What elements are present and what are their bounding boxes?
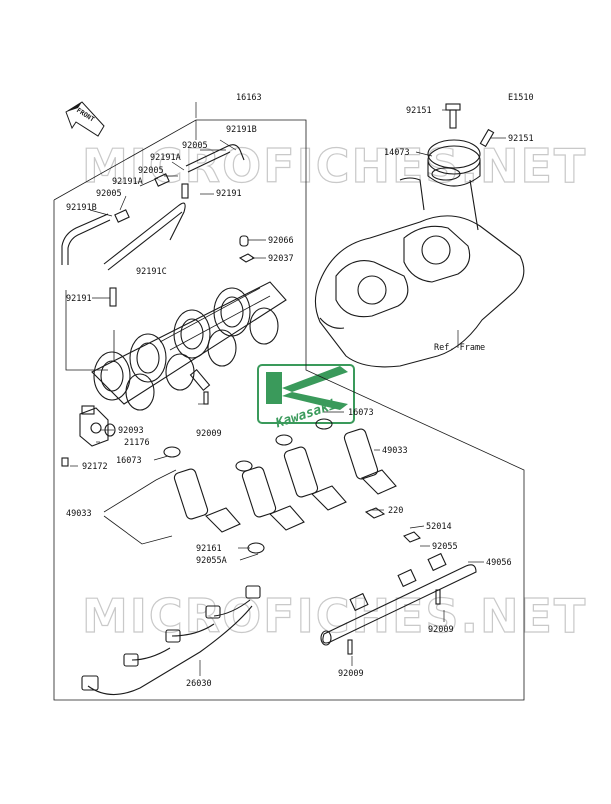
label-92005-left: 92005 — [96, 189, 122, 199]
label-16073-right: 16073 — [348, 408, 374, 418]
kawasaki-logo: Kawasaki — [257, 364, 355, 432]
fuel-rail — [320, 507, 477, 655]
part-labels: 16163 92191B 92005 92191A 92005 92191A 9… — [66, 93, 534, 689]
label-220: 220 — [388, 506, 403, 516]
logo-k-arm-bottom — [282, 392, 348, 410]
throttle-sensor — [61, 405, 116, 467]
label-16163: 16163 — [236, 93, 262, 103]
logo-k-stem — [266, 372, 282, 404]
vacuum-hoses — [61, 144, 256, 307]
label-21176: 21176 — [124, 438, 150, 448]
label-92093: 92093 — [118, 426, 144, 436]
assembly-outline — [53, 119, 525, 701]
wiring-harness — [81, 585, 261, 696]
label-92005-top: 92005 — [182, 141, 208, 151]
fuel-injectors — [163, 418, 397, 554]
label-92191A-1: 92191A — [150, 153, 181, 163]
air-box-frame — [314, 177, 525, 368]
label-92037: 92037 — [268, 254, 294, 264]
label-92005-mid: 92005 — [138, 166, 164, 176]
label-92191B-left: 92191B — [66, 203, 97, 213]
watermark-bottom: MICROFICHES.NET — [82, 589, 587, 643]
label-16073-left: 16073 — [116, 456, 142, 466]
label-92191A-2: 92191A — [112, 177, 143, 187]
label-92151-b: 92151 — [508, 134, 534, 144]
label-49033-left: 49033 — [66, 509, 92, 519]
label-92009-b: 92009 — [428, 625, 454, 635]
label-14073: 14073 — [384, 148, 410, 158]
label-92151-a: 92151 — [406, 106, 432, 116]
label-92172: 92172 — [82, 462, 108, 472]
label-92055A: 92055A — [196, 556, 227, 566]
label-92161: 92161 — [196, 544, 222, 554]
label-92009-a: 92009 — [196, 429, 222, 439]
label-92191-mid: 92191 — [216, 189, 242, 199]
watermark-top: MICROFICHES.NET — [82, 139, 587, 193]
label-92191-left: 92191 — [66, 294, 92, 304]
label-49056: 49056 — [486, 558, 512, 568]
logo-text: Kawasaki — [273, 398, 338, 432]
label-92191C: 92191C — [136, 267, 167, 277]
diagram-code: E1510 — [508, 93, 534, 103]
label-92191B-top: 92191B — [226, 125, 257, 135]
label-26030: 26030 — [186, 679, 212, 689]
label-ref-frame: Ref. Frame — [434, 343, 485, 353]
throttle-body-assembly — [91, 281, 287, 411]
filler-cap — [427, 103, 495, 187]
label-92066: 92066 — [268, 236, 294, 246]
label-49033-right: 49033 — [382, 446, 408, 456]
label-92055: 92055 — [432, 542, 458, 552]
logo-k-arm-top — [282, 366, 348, 392]
label-52014: 52014 — [426, 522, 452, 532]
front-arrow-icon: FRONT — [65, 101, 105, 137]
label-92009-c: 92009 — [338, 669, 364, 679]
leader-lines — [70, 102, 506, 676]
